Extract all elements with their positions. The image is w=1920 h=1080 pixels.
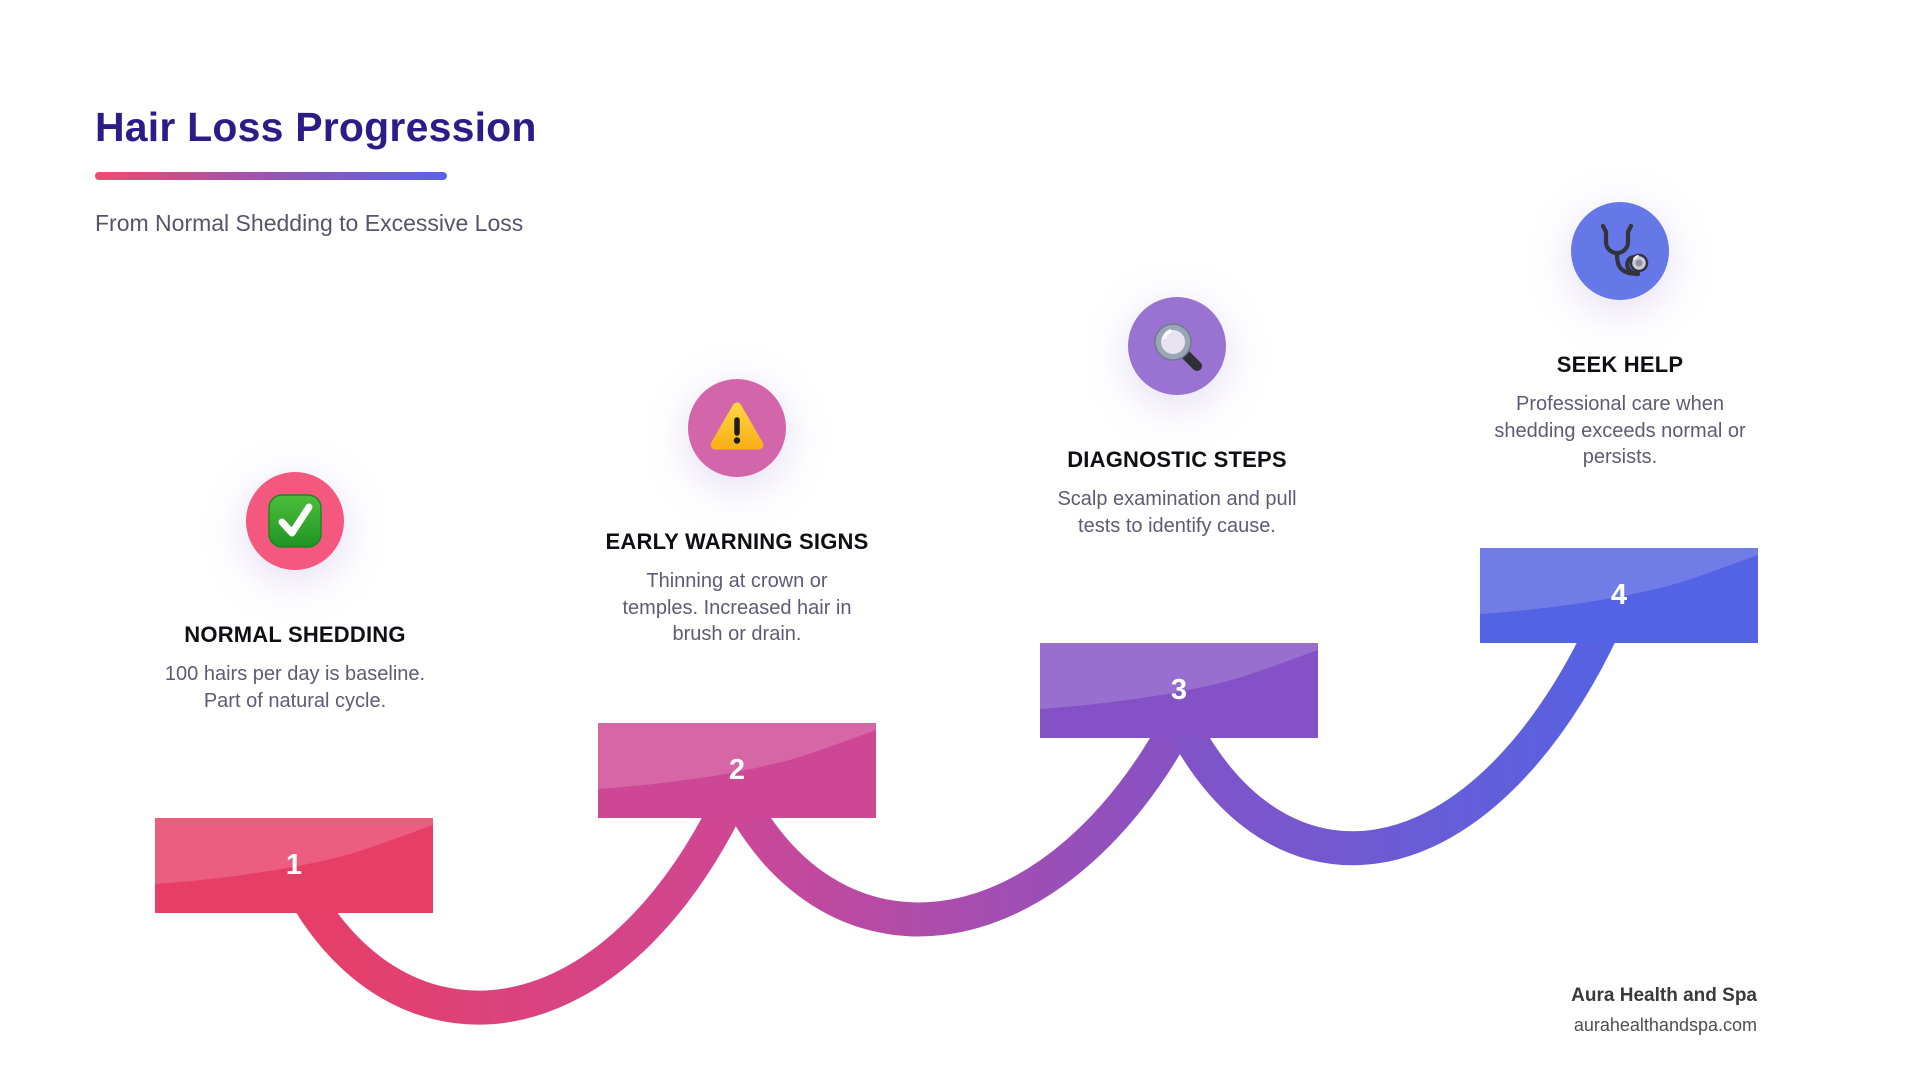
step-group-seek-help: SEEK HELP Professional care when sheddin…: [1450, 202, 1790, 471]
step-title: EARLY WARNING SIGNS: [605, 529, 869, 554]
curve-step2-to-step3: [706, 682, 1211, 937]
step-title: SEEK HELP: [1556, 352, 1684, 377]
step-title: NORMAL SHEDDING: [184, 622, 406, 647]
brand-name: Aura Health and Spa: [1571, 985, 1757, 1006]
magnifying-glass-icon: [1128, 297, 1226, 395]
step-description: 100 hairs per day is baseline. Part of n…: [164, 663, 426, 712]
step-number-1: 1: [285, 849, 303, 881]
step-bar-2: 2: [598, 723, 876, 818]
step-description: Scalp examination and pull tests to iden…: [1057, 488, 1297, 537]
step-description: Professional care when shedding exceeds …: [1494, 393, 1746, 469]
step-bar-4: 4: [1480, 548, 1758, 643]
step-bar-3: 3: [1040, 643, 1318, 738]
warning-icon: [688, 379, 786, 477]
step-bar-1: 1: [155, 818, 433, 913]
brand-website: aurahealthandspa.com: [1573, 1015, 1757, 1035]
stethoscope-icon: [1571, 202, 1669, 300]
step-description: Thinning at crown or temples. Increased …: [622, 570, 852, 646]
title-underline-accent: [95, 172, 447, 181]
curve-step3-to-step4: [1147, 578, 1638, 866]
curve-step1-to-step2: [274, 748, 766, 1025]
check-mark-icon: [246, 472, 344, 570]
bar-shine: [1040, 643, 1318, 709]
bar-shine: [155, 818, 433, 884]
step-group-diagnostic-steps: DIAGNOSTIC STEPS Scalp examination and p…: [1007, 297, 1347, 539]
step-number-2: 2: [728, 754, 746, 786]
bar-shine: [1480, 548, 1758, 614]
header: Hair Loss Progression From Normal Sheddi…: [95, 104, 537, 238]
page-title: Hair Loss Progression: [95, 104, 537, 150]
footer: Aura Health and Spa aurahealthandspa.com: [1571, 985, 1757, 1036]
page-subtitle: From Normal Shedding to Excessive Loss: [95, 210, 524, 237]
step-number-3: 3: [1170, 674, 1188, 706]
step-number-4: 4: [1610, 579, 1628, 611]
step-group-early-warning-signs: EARLY WARNING SIGNS Thinning at crown or…: [567, 379, 907, 648]
bar-shine: [598, 723, 876, 789]
step-group-normal-shedding: NORMAL SHEDDING 100 hairs per day is bas…: [125, 472, 465, 714]
step-title: DIAGNOSTIC STEPS: [1067, 447, 1287, 472]
